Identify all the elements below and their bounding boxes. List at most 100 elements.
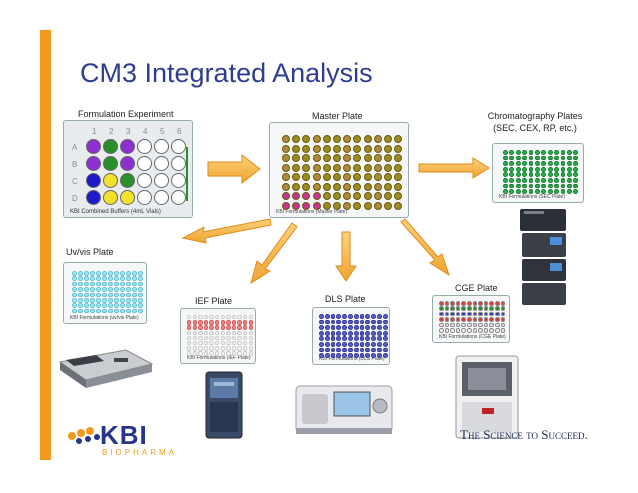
plate-well — [461, 317, 466, 322]
plate-well — [342, 342, 347, 347]
plate-well — [198, 330, 203, 335]
plate-well — [567, 155, 572, 161]
plate-well — [231, 315, 237, 320]
plate-well — [528, 183, 534, 189]
plate-well — [348, 314, 353, 319]
plate-well — [541, 161, 547, 166]
plate-well — [226, 320, 231, 325]
plate-well — [495, 328, 500, 333]
plate-well — [573, 150, 579, 155]
plate-well — [114, 292, 119, 298]
plate-well — [489, 322, 494, 328]
formulation-column-number: 4 — [143, 127, 148, 136]
plate-well — [154, 139, 169, 154]
plate-well — [573, 189, 579, 194]
plate-well — [90, 276, 95, 281]
plate-well — [573, 155, 579, 161]
plate-well — [292, 201, 301, 210]
plate-well — [108, 281, 113, 287]
plate-well — [132, 292, 137, 298]
plate-well — [363, 173, 372, 181]
plate-well — [382, 330, 388, 336]
uvvis-plate-caption: KBI Formulations (uv/vis Plate) — [70, 315, 139, 321]
plate-well — [365, 330, 371, 336]
plate-well — [90, 308, 95, 314]
plate-well — [292, 154, 301, 162]
plate-well — [483, 317, 489, 322]
label-chromatography-line2: (SEC, CEX, RP, etc.) — [493, 123, 577, 133]
plate-well — [132, 303, 137, 308]
plate-well — [96, 298, 101, 303]
plate-well — [567, 150, 572, 155]
plate-well — [312, 192, 321, 200]
plate-well — [353, 336, 359, 342]
plate-well — [495, 306, 500, 311]
plate-well — [377, 347, 382, 353]
plate-well — [322, 154, 331, 162]
plate-well — [292, 163, 301, 172]
plate-well — [522, 178, 527, 183]
plate-well — [322, 144, 331, 153]
plate-well — [573, 183, 579, 189]
plate-well — [237, 315, 242, 320]
plate-well — [282, 154, 290, 162]
plate-well — [342, 330, 347, 336]
plate-well — [231, 335, 237, 341]
plate-well — [231, 325, 237, 330]
plate-well — [96, 292, 101, 298]
master-plate-image: KBI Formulations (Master Plate) — [269, 122, 409, 218]
plate-well — [120, 308, 125, 314]
plate-well — [560, 155, 566, 161]
plate-well — [84, 281, 89, 287]
label-cge-plate: CGE Plate — [455, 283, 498, 293]
plate-well — [472, 317, 478, 322]
plate-well — [503, 178, 508, 183]
formulation-column-number: 2 — [109, 127, 114, 136]
plate-well — [126, 298, 131, 303]
plate-well — [373, 144, 382, 153]
plate-well — [90, 287, 95, 292]
plate-well — [547, 155, 553, 161]
plate-well — [371, 319, 376, 325]
plate-well — [96, 271, 101, 276]
plate-well — [292, 173, 301, 181]
plate-well — [455, 311, 461, 317]
plate-well — [377, 330, 382, 336]
plate-well — [220, 351, 225, 356]
plate-well — [138, 281, 143, 287]
plate-well — [359, 319, 365, 325]
plate-well — [226, 341, 231, 346]
plate-well — [343, 192, 352, 200]
plate-well — [509, 172, 515, 178]
plate-well — [333, 135, 341, 143]
plate-well — [330, 319, 336, 325]
plate-well — [282, 144, 290, 153]
plate-well — [243, 325, 248, 330]
plate-well — [483, 328, 489, 333]
plate-well — [292, 192, 301, 200]
plate-well — [353, 192, 362, 200]
plate-well — [353, 319, 359, 325]
plate-well — [348, 336, 353, 342]
plate-well — [312, 144, 321, 153]
plate-well — [528, 178, 534, 183]
plate-well — [573, 166, 579, 172]
plate-well — [72, 271, 77, 276]
plate-well — [560, 183, 566, 189]
plate-well — [90, 271, 95, 276]
logo-subtext: BIOPHARMA — [102, 448, 178, 457]
label-chromatography-plates: Chromatography Plates (SEC, CEX, RP, etc… — [470, 110, 600, 134]
plate-well — [461, 306, 466, 311]
plate-well — [509, 189, 515, 194]
plate-well — [114, 276, 119, 281]
plate-well — [96, 303, 101, 308]
plate-well — [394, 154, 403, 162]
plate-well — [359, 336, 365, 342]
plate-well — [560, 161, 566, 166]
plate-well — [560, 172, 566, 178]
plate-well — [243, 330, 248, 335]
plate-well — [547, 178, 553, 183]
plate-well — [363, 144, 372, 153]
plate-well — [292, 182, 301, 191]
plate-well — [72, 281, 77, 287]
